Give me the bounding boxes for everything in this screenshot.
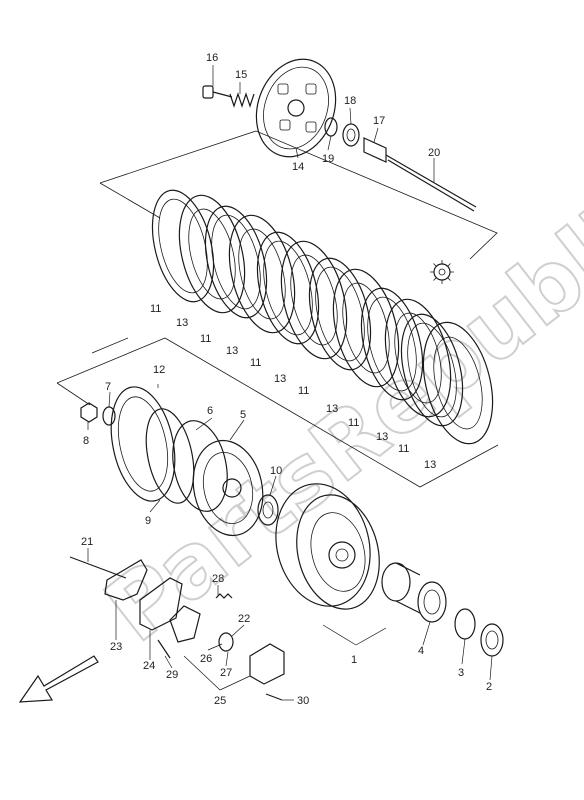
drive-plate xyxy=(256,231,320,345)
callout-27: 27 xyxy=(220,667,232,679)
front-arrow-icon xyxy=(18,655,99,703)
callout-19: 19 xyxy=(322,153,334,165)
callout-13: 13 xyxy=(424,459,436,471)
callout-26: 26 xyxy=(200,653,212,665)
driven-plate xyxy=(178,194,246,314)
pressure-plate-group xyxy=(202,58,477,212)
callout-17: 17 xyxy=(373,115,385,127)
driven-plate xyxy=(384,298,452,418)
callout-13: 13 xyxy=(376,431,388,443)
plate-stack-box xyxy=(56,130,499,488)
callout-22: 22 xyxy=(238,613,250,625)
callout-15: 15 xyxy=(235,69,247,81)
callout-25: 25 xyxy=(214,695,226,707)
callout-8: 8 xyxy=(83,435,89,447)
callout-13: 13 xyxy=(326,403,338,415)
callout-11: 11 xyxy=(250,357,261,369)
callout-5: 5 xyxy=(240,409,246,421)
callout-9: 9 xyxy=(145,515,151,527)
callout-3: 3 xyxy=(458,667,464,679)
callout-21: 21 xyxy=(81,536,93,548)
callout-30: 30 xyxy=(297,695,309,707)
callout-4: 4 xyxy=(418,645,424,657)
drive-plate xyxy=(400,313,464,427)
clutch-housing-group xyxy=(275,483,504,657)
driven-plate xyxy=(422,321,494,445)
driven-plate xyxy=(228,214,296,334)
callout-16: 16 xyxy=(206,52,218,64)
driven-plate xyxy=(280,240,348,360)
callout-12: 12 xyxy=(153,364,165,376)
callout-18: 18 xyxy=(344,95,356,107)
drive-plate xyxy=(151,189,215,303)
callout-1: 1 xyxy=(351,654,357,666)
leader-lines xyxy=(87,65,493,701)
drive-plate xyxy=(360,287,424,401)
callout-6: 6 xyxy=(207,405,213,417)
callout-24: 24 xyxy=(143,660,155,672)
callout-28: 28 xyxy=(212,573,224,585)
callout-23: 23 xyxy=(110,641,122,653)
callout-11: 11 xyxy=(298,385,309,397)
callout-14: 14 xyxy=(292,161,304,173)
callout-20: 20 xyxy=(428,147,440,159)
callout-11: 11 xyxy=(348,417,359,429)
callout-29: 29 xyxy=(166,669,178,681)
gear-icon xyxy=(430,260,454,284)
callout-13: 13 xyxy=(176,317,188,329)
callout-11: 11 xyxy=(200,333,211,345)
drive-plate xyxy=(308,257,372,371)
callout-10: 10 xyxy=(270,465,282,477)
callout-2: 2 xyxy=(486,681,492,693)
part-callouts: 16 15 14 19 18 17 20 11 13 11 13 11 13 1… xyxy=(81,52,492,707)
callout-7: 7 xyxy=(105,381,111,393)
callout-11: 11 xyxy=(398,443,409,455)
callout-13: 13 xyxy=(226,345,238,357)
clutch-plate-stack xyxy=(151,189,494,445)
callout-11: 11 xyxy=(150,303,161,315)
clutch-hub-group xyxy=(80,386,279,537)
callout-13: 13 xyxy=(274,373,286,385)
